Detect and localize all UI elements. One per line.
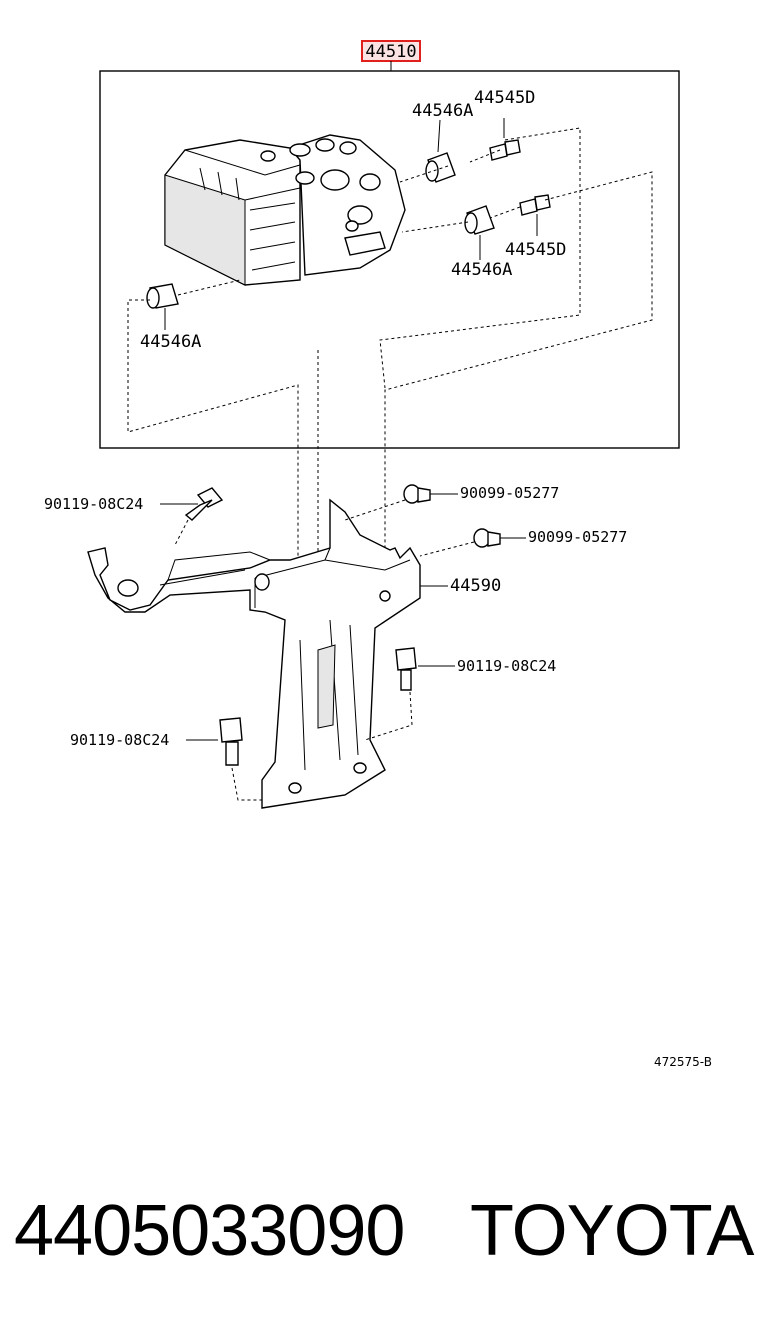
callout-screw-upper[interactable]: 90099-05277 xyxy=(460,484,559,502)
bolt-top xyxy=(489,118,521,161)
screw-lower xyxy=(473,528,501,548)
footer: 4405033090 TOYOTA xyxy=(0,1190,760,1280)
callout-bolt-top[interactable]: 44545D xyxy=(474,88,535,108)
callout-cushion-left[interactable]: 44546A xyxy=(140,332,201,352)
assembly-frame xyxy=(99,70,680,449)
bolt-bracket-bottom xyxy=(219,717,243,766)
assembly-label-44510[interactable]: 44510 xyxy=(361,40,421,62)
bracket xyxy=(87,498,421,809)
cushion-mid xyxy=(464,205,495,235)
callout-screw-lower[interactable]: 90099-05277 xyxy=(528,528,627,546)
align-top xyxy=(399,149,501,183)
callout-bracket[interactable]: 44590 xyxy=(450,576,501,596)
align-mid xyxy=(401,206,521,233)
reference-code: 472575-B xyxy=(654,1055,712,1069)
callout-bolt-mid[interactable]: 44545D xyxy=(505,240,566,260)
bolt-mid xyxy=(519,194,551,236)
cushion-left xyxy=(146,283,179,309)
bolt-bracket-right xyxy=(395,647,417,691)
brand-name: TOYOTA xyxy=(470,1191,754,1271)
callout-cushion-mid[interactable]: 44546A xyxy=(451,260,512,280)
abs-actuator xyxy=(164,134,406,286)
align-left-loop xyxy=(127,279,299,565)
screw-upper xyxy=(403,484,431,504)
cushion-top xyxy=(425,152,456,183)
callout-bolt-bracket-left[interactable]: 90119-08C24 xyxy=(44,495,143,513)
callout-bolt-bracket-bottom[interactable]: 90119-08C24 xyxy=(70,731,169,749)
bolt-bracket-left xyxy=(184,487,224,521)
align-mid-loop xyxy=(384,171,653,570)
assembly-number: 44510 xyxy=(365,42,416,62)
align-top-loop xyxy=(379,127,581,389)
part-number: 4405033090 xyxy=(14,1191,405,1271)
callout-bolt-bracket-right[interactable]: 90119-08C24 xyxy=(457,657,556,675)
callout-cushion-top[interactable]: 44546A xyxy=(412,101,473,121)
